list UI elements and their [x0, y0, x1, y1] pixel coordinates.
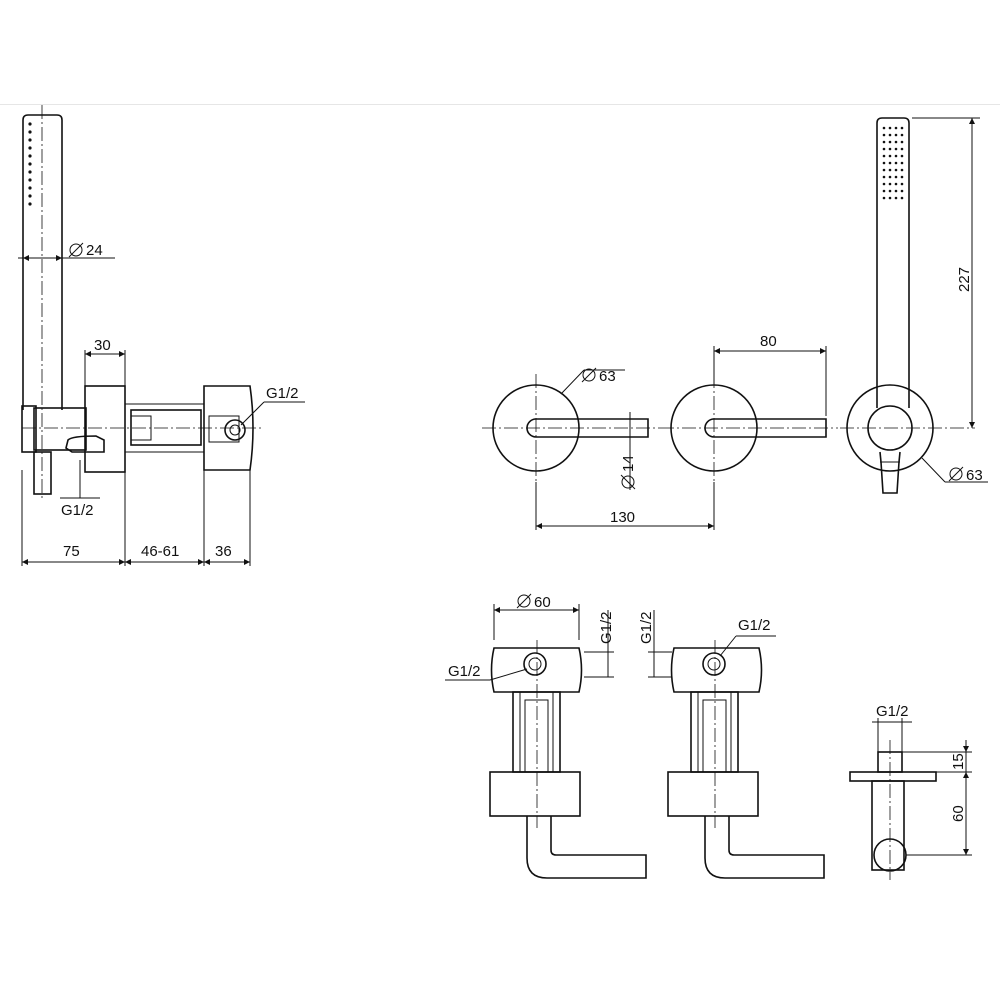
hose-holder-side: [21, 405, 105, 495]
dim-label: 80: [760, 333, 777, 350]
outlet-dimensions: [872, 718, 972, 856]
dim-label: 60: [950, 805, 967, 822]
dim-label: 63: [599, 368, 616, 385]
thread-label: G1/2: [61, 502, 94, 519]
dim-label: 63: [966, 467, 983, 484]
outlet-block-side: [203, 385, 254, 471]
valve-body-left: [489, 640, 647, 879]
side-view-assembly: 24 30 G1/2 G1/2 75 46-61 36: [18, 105, 305, 566]
diameter-symbol: [582, 368, 596, 382]
lever-handle-left: [526, 418, 649, 438]
thread-label: G1/2: [738, 617, 771, 634]
diameter-symbol: [69, 243, 83, 257]
spray-nozzles-front: [882, 126, 904, 200]
outlet-elbow-side: [849, 740, 937, 880]
diameter-symbol: [949, 467, 963, 481]
thread-label: G1/2: [876, 703, 909, 720]
diameter-symbol: [517, 594, 531, 608]
front-dimensions: [535, 117, 988, 530]
thread-label: G1/2: [266, 385, 299, 402]
lever-handle-right: [704, 418, 827, 438]
top-divider: [0, 104, 1000, 105]
side-dimensions: [18, 255, 305, 566]
hand-shower-side: [22, 105, 63, 498]
dim-label: 46-61: [141, 543, 179, 560]
thread-label: G1/2: [598, 611, 615, 644]
dim-label: 36: [215, 543, 232, 560]
valve-dimensions: [445, 604, 776, 681]
thread-label: G1/2: [448, 663, 481, 680]
wall-flange-side: [84, 385, 126, 473]
dim-label: 227: [956, 267, 973, 292]
dim-label: 24: [86, 242, 103, 259]
dim-label: 75: [63, 543, 80, 560]
front-view-assembly: 63 14 130 80 63 227: [482, 117, 988, 530]
hand-shower-front: [876, 117, 910, 494]
dim-label: 130: [610, 509, 635, 526]
diameter-symbol: [621, 475, 635, 489]
dim-label: 15: [950, 753, 967, 770]
mixer-rosette-left: [482, 374, 660, 482]
valve-body-right: [667, 640, 825, 879]
mixer-rosette-right: [660, 374, 838, 482]
dim-label: 14: [620, 455, 637, 472]
thread-label: G1/2: [638, 611, 655, 644]
dim-label: 30: [94, 337, 111, 354]
shower-outlet-front: [840, 384, 975, 472]
g12-port-side: [224, 419, 246, 441]
spray-nozzles-side: [28, 122, 32, 206]
dim-label: 60: [534, 594, 551, 611]
